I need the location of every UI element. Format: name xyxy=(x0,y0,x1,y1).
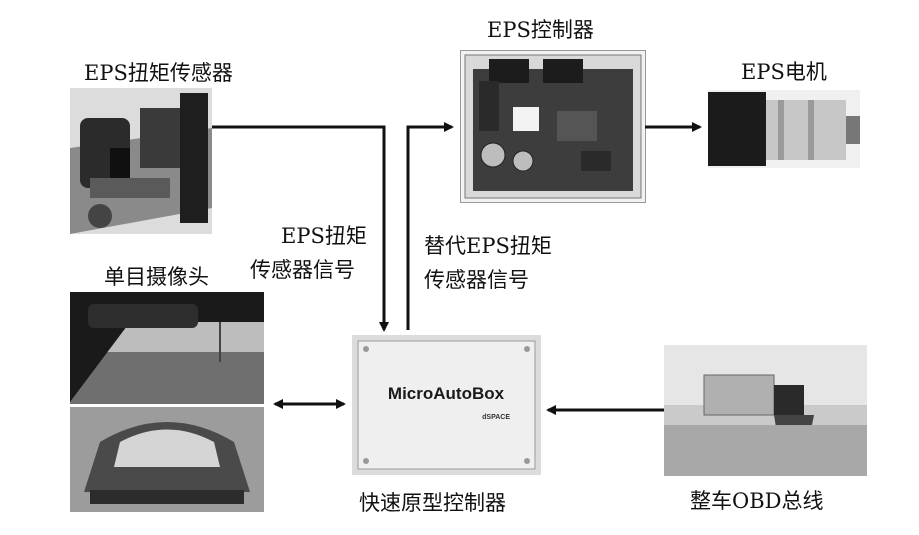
arrow-torque-signal xyxy=(212,127,384,330)
arrow-alt-torque-signal xyxy=(408,127,452,330)
